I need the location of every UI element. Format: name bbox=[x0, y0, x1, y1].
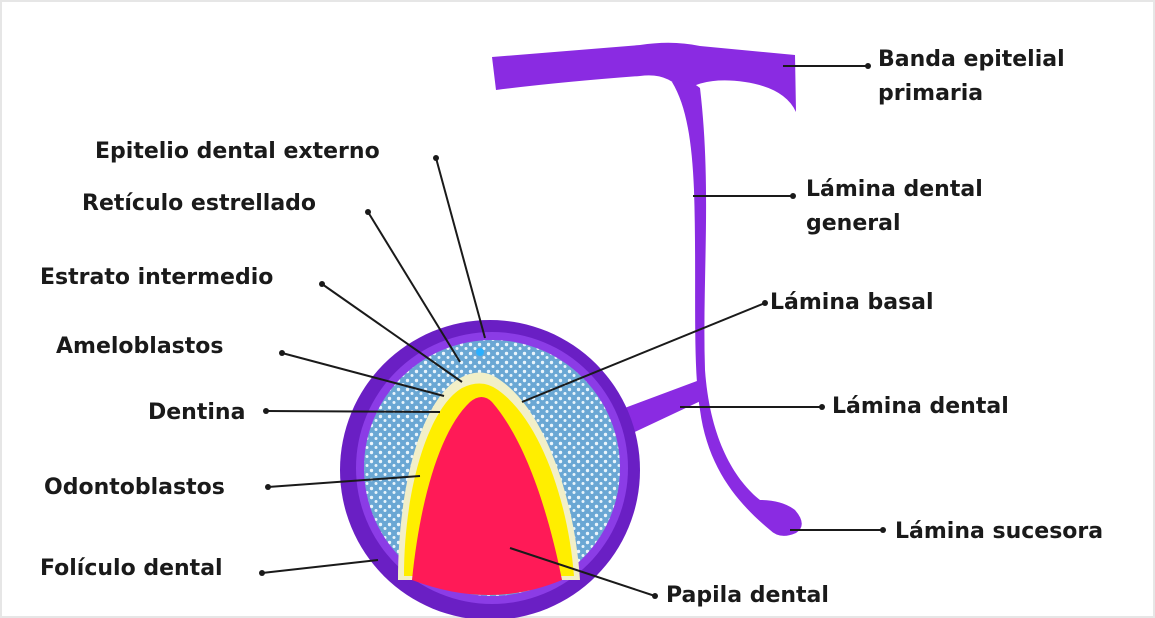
label-epitelio-dental-externo: Epitelio dental externo bbox=[95, 139, 380, 164]
label-ameloblastos: Ameloblastos bbox=[56, 334, 223, 359]
label-foliculo-dental: Folículo dental bbox=[40, 556, 223, 581]
label-reticulo-estrellado: Retículo estrellado bbox=[82, 191, 316, 216]
label-lamina-sucesora: Lámina sucesora bbox=[895, 519, 1103, 544]
leader-papila-dental-end bbox=[652, 593, 658, 599]
label-odontoblastos: Odontoblastos bbox=[44, 475, 225, 500]
leader-lamina-sucesora-end bbox=[880, 527, 886, 533]
label-banda-epitelial-line1: Banda epitelial bbox=[878, 47, 1065, 72]
leader-banda-epitelial-end bbox=[865, 63, 871, 69]
label-lamina-dental-general-line2: general bbox=[806, 211, 901, 236]
label-lamina-basal: Lámina basal bbox=[770, 290, 934, 315]
leader-lamina-dental-general-end bbox=[790, 193, 796, 199]
label-estrato-intermedio: Estrato intermedio bbox=[40, 265, 273, 290]
label-lamina-dental-general-line1: Lámina dental bbox=[806, 177, 983, 202]
label-dentina: Dentina bbox=[148, 400, 245, 425]
outer-epithelium-marker bbox=[476, 348, 484, 356]
leader-lamina-basal-end bbox=[762, 300, 768, 306]
leader-lamina-dental-end bbox=[819, 404, 825, 410]
label-banda-epitelial-line2: primaria bbox=[878, 81, 983, 106]
label-lamina-dental: Lámina dental bbox=[832, 394, 1009, 419]
label-papila-dental: Papila dental bbox=[666, 583, 829, 608]
leader-dentina bbox=[266, 411, 440, 412]
